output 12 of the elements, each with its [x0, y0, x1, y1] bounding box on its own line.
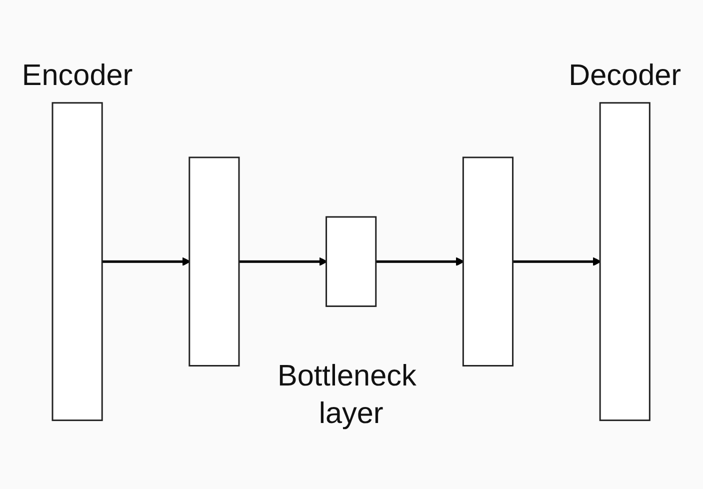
layer-caption: Decoder	[568, 59, 682, 92]
layer-caption: Bottleneck layer	[278, 360, 416, 430]
layer-box	[462, 156, 514, 366]
arrow	[238, 257, 328, 266]
layer-box	[599, 102, 650, 422]
layer-box	[188, 156, 240, 366]
arrow	[101, 257, 191, 266]
arrow	[512, 257, 602, 266]
arrow	[374, 257, 465, 266]
layer-caption: Encoder	[22, 59, 133, 92]
layer-box	[326, 216, 377, 307]
layer-box	[52, 102, 103, 422]
